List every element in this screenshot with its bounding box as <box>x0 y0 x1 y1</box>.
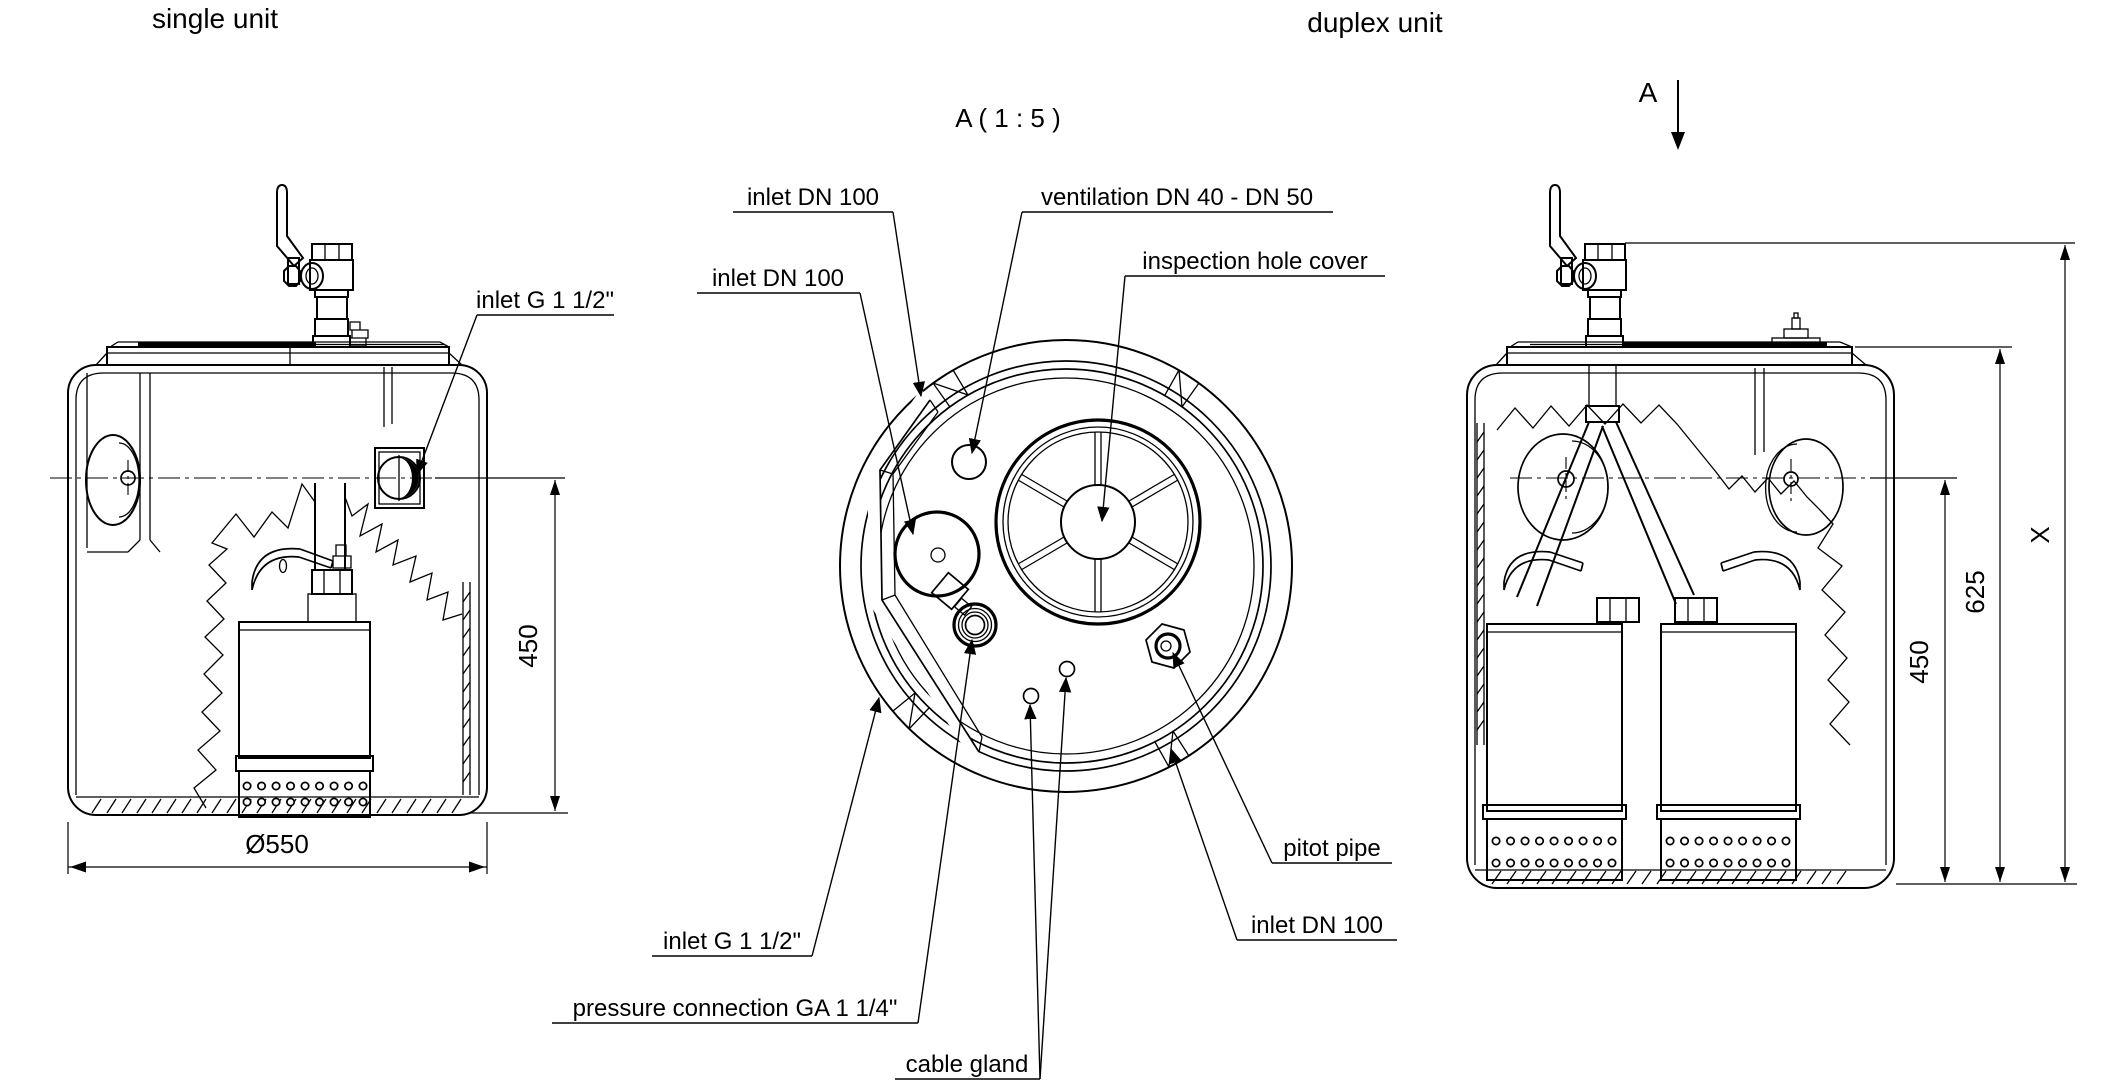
duplex-cutaway-break-line <box>1496 403 1851 746</box>
duplex-dimensions: 450 625 X <box>1625 242 2077 885</box>
svg-text:inlet G 1 1/2": inlet G 1 1/2" <box>663 928 801 955</box>
dim-x-duplex: X <box>2025 526 2055 543</box>
duplex-tank-outline <box>1466 364 1895 889</box>
duplex-side-inlet-left <box>1517 433 1609 541</box>
single-unit-view: single unit <box>50 3 614 874</box>
svg-text:pitot pipe: pitot pipe <box>1283 835 1380 862</box>
dim-450-single: 450 <box>513 624 543 667</box>
single-label-inlet-g: inlet G 1 1/2" <box>416 287 614 476</box>
svg-text:inlet G 1 1/2": inlet G 1 1/2" <box>476 287 614 314</box>
single-unit-title: single unit <box>152 3 278 34</box>
pitot-pipe-fitting <box>1145 623 1191 669</box>
section-arrow-a: A <box>1639 77 1685 150</box>
detail-view-a: A ( 1 : 5 ) <box>552 103 1397 1080</box>
label-inspection-hole-cover: inspection hole cover <box>1097 248 1385 523</box>
duplex-unit-title: duplex unit <box>1307 7 1443 38</box>
svg-text:inlet DN 100: inlet DN 100 <box>712 265 844 292</box>
single-lid <box>95 341 463 366</box>
dim-450-duplex: 450 <box>1904 640 1934 683</box>
single-dimension-height: 450 <box>470 480 568 814</box>
cable-gland-holes <box>1022 660 1076 705</box>
label-inlet-g-top: inlet G 1 1/2" <box>652 696 882 957</box>
duplex-pump-left <box>1482 550 1627 881</box>
duplex-vent-fitting <box>1771 312 1821 348</box>
duplex-ball-valve <box>1549 184 1627 348</box>
single-discharge-pipe <box>307 483 357 623</box>
label-inlet-dn100-top: inlet DN 100 <box>733 184 925 398</box>
pressure-connection-fitting <box>930 571 998 648</box>
dim-625-duplex: 625 <box>1960 570 1990 613</box>
duplex-pump-right <box>1656 550 1801 881</box>
single-tank-outline <box>67 364 488 816</box>
label-pitot-pipe: pitot pipe <box>1172 651 1392 864</box>
svg-text:ventilation DN 40 - DN 50: ventilation DN 40 - DN 50 <box>1041 184 1313 211</box>
label-inlet-dn100-left: inlet DN 100 <box>697 265 916 536</box>
svg-text:inlet DN 100: inlet DN 100 <box>747 184 879 211</box>
duplex-manifold-piping <box>1516 365 1718 623</box>
inlet-dn100-knockout <box>893 510 981 598</box>
detail-view-title: A ( 1 : 5 ) <box>955 103 1061 133</box>
single-pump <box>235 544 374 818</box>
svg-text:A: A <box>1639 77 1658 108</box>
single-side-inlet-oval <box>85 434 141 526</box>
single-ball-valve <box>276 184 369 348</box>
single-cutaway-break-line <box>193 482 463 809</box>
svg-text:inspection hole cover: inspection hole cover <box>1142 248 1367 275</box>
inspection-hole-cover <box>994 418 1202 626</box>
single-dimension-diameter: Ø550 <box>67 822 488 874</box>
duplex-unit-view: duplex unit A <box>1307 7 2077 889</box>
rim-notches <box>892 369 1200 768</box>
label-ventilation: ventilation DN 40 - DN 50 <box>968 184 1333 455</box>
svg-text:cable gland: cable gland <box>906 1051 1029 1078</box>
label-pressure-connection: pressure connection GA 1 1/4" <box>552 638 977 1024</box>
label-inlet-dn100-right: inlet DN 100 <box>1169 747 1397 941</box>
svg-text:pressure connection GA 1 1/4": pressure connection GA 1 1/4" <box>573 995 898 1022</box>
label-cable-gland: cable gland <box>895 676 1072 1080</box>
ventilation-hole <box>951 444 987 480</box>
duplex-lid <box>1495 312 1867 366</box>
dim-diameter-single: Ø550 <box>245 829 309 859</box>
svg-text:inlet DN 100: inlet DN 100 <box>1251 912 1383 939</box>
cover-spokes <box>1017 432 1179 612</box>
duplex-side-inlet-right <box>1764 438 1844 536</box>
lid-top-view <box>839 339 1293 793</box>
